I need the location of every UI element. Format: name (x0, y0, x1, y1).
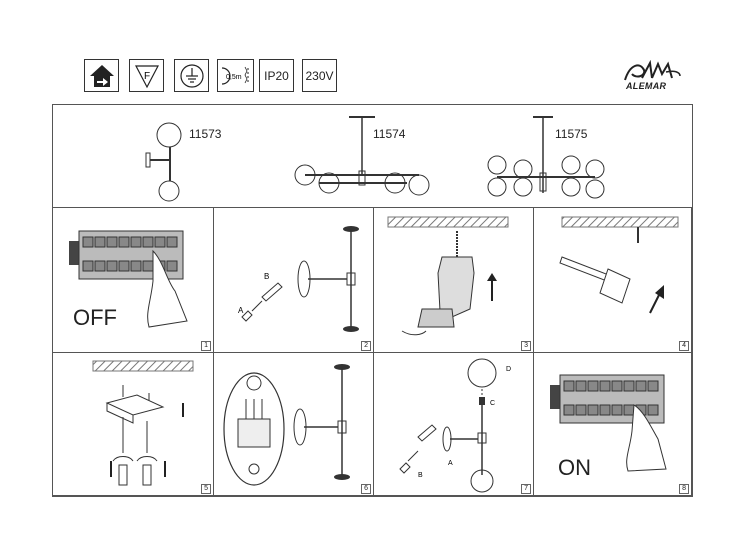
step-1-off-label: OFF (73, 305, 117, 330)
model-code-11573: 11573 (189, 127, 222, 141)
step-8-panel: ON 8 (534, 353, 692, 496)
ip-rating-badge: IP20 (259, 59, 294, 92)
step-1-panel: OFF 1 (53, 207, 214, 353)
instruction-frame: 11573 11574 1 (52, 104, 693, 497)
class-ii-house-icon (84, 59, 119, 92)
alemar-logo (622, 59, 682, 94)
svg-text:B: B (264, 272, 269, 281)
wiring-terminal-drawing (223, 364, 350, 486)
step-6-number: 6 (361, 484, 371, 494)
svg-text:C: C (490, 400, 495, 407)
voltage-label: 230V (305, 68, 334, 83)
step-2-number: 2 (361, 341, 371, 351)
step-8-on-label: ON (558, 455, 591, 480)
earth-ground-icon (174, 59, 209, 92)
breaker-panel-drawing (69, 230, 188, 328)
step-3-number: 3 (521, 341, 531, 351)
model-code-11574: 11574 (373, 127, 406, 141)
drill-ceiling-drawing (387, 216, 509, 336)
svg-text:0,5m: 0,5m (226, 74, 242, 81)
step-4-number: 4 (679, 341, 689, 351)
step-5-panel: 5 (53, 353, 214, 496)
hammer-anchor-drawing (559, 216, 679, 314)
models-row: 11573 11574 1 (53, 105, 692, 208)
ip-rating-label: IP20 (264, 68, 289, 83)
model-11575-drawing (487, 116, 605, 199)
distance-lamp-icon: 0,5m (217, 59, 254, 92)
lamp-shade-install-drawing: A B C D (399, 358, 511, 493)
svg-text:A: A (238, 306, 244, 315)
svg-text:D: D (506, 366, 511, 373)
step-4-panel: 4 (534, 207, 692, 353)
model-11574-drawing (294, 116, 430, 196)
mounting-bracket-drawing (92, 360, 194, 486)
step-6-panel: 6 (214, 353, 374, 496)
model-code-11575: 11575 (555, 127, 588, 141)
step-2-panel: B A 2 (214, 207, 374, 353)
step-8-number: 8 (679, 484, 689, 494)
f-mark-icon: F (129, 59, 164, 92)
wall-sconce-assembly-drawing: B A (238, 226, 359, 332)
voltage-badge: 230V (302, 59, 337, 92)
step-7-number: 7 (521, 484, 531, 494)
step-5-number: 5 (201, 484, 211, 494)
svg-text:F: F (144, 71, 150, 82)
step-3-panel: 3 (374, 207, 534, 353)
svg-text:A: A (448, 460, 453, 467)
svg-text:B: B (418, 472, 423, 479)
step-1-number: 1 (201, 341, 211, 351)
model-11573-drawing (145, 122, 182, 202)
brand-name: ALEMAR (626, 81, 667, 91)
step-7-panel: A B C D 7 (374, 353, 534, 496)
breaker-panel-on-drawing (550, 374, 667, 472)
